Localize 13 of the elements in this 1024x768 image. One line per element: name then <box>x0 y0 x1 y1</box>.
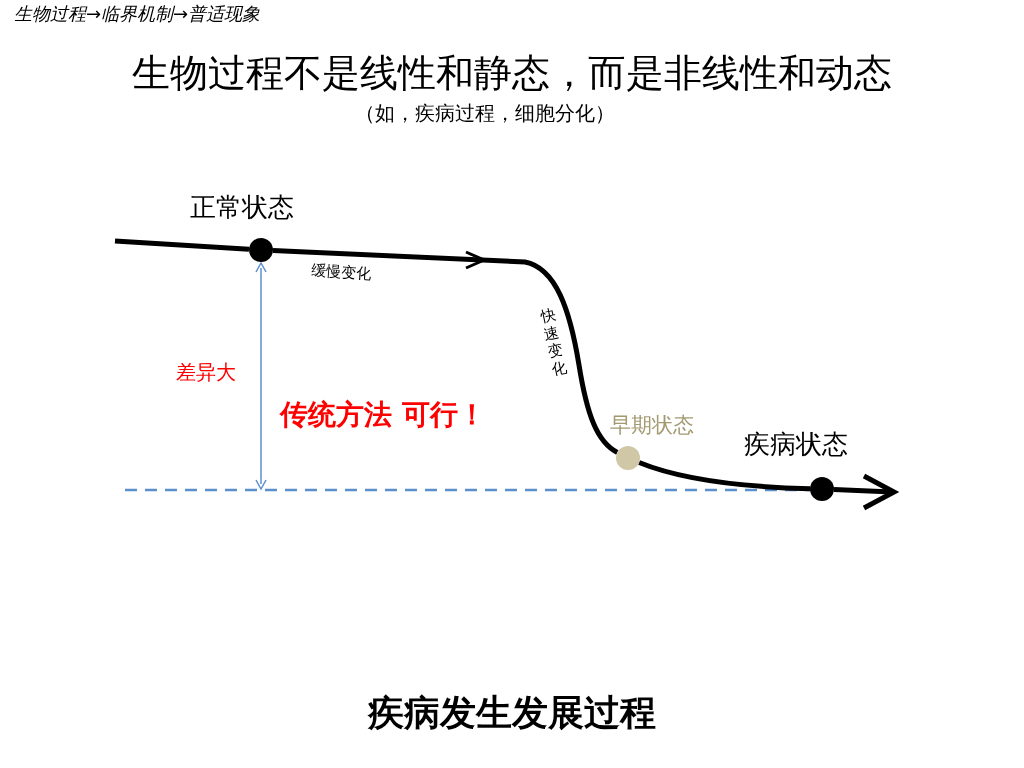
state-label: 正常状态 <box>190 193 294 223</box>
breadcrumb-text: 生物过程→临界机制→普适现象 <box>14 4 261 25</box>
curve-line <box>114 238 250 252</box>
curve-label: 快速变化 <box>538 305 570 379</box>
subtitle: （如，疾病过程，细胞分化） <box>355 102 615 125</box>
edge-label: 缓慢变化 <box>310 262 372 284</box>
caption: 疾病发生发展过程 <box>366 692 657 734</box>
state-label: 早期状态 <box>610 413 694 438</box>
dimension-label: 差异大 <box>176 361 236 384</box>
title: 生物过程不是线性和静态，而是非线性和动态 <box>131 52 893 96</box>
curve-line <box>638 460 811 492</box>
note-text: 传统方法 可行！ <box>280 399 486 432</box>
state-label: 疾病状态 <box>744 430 848 460</box>
